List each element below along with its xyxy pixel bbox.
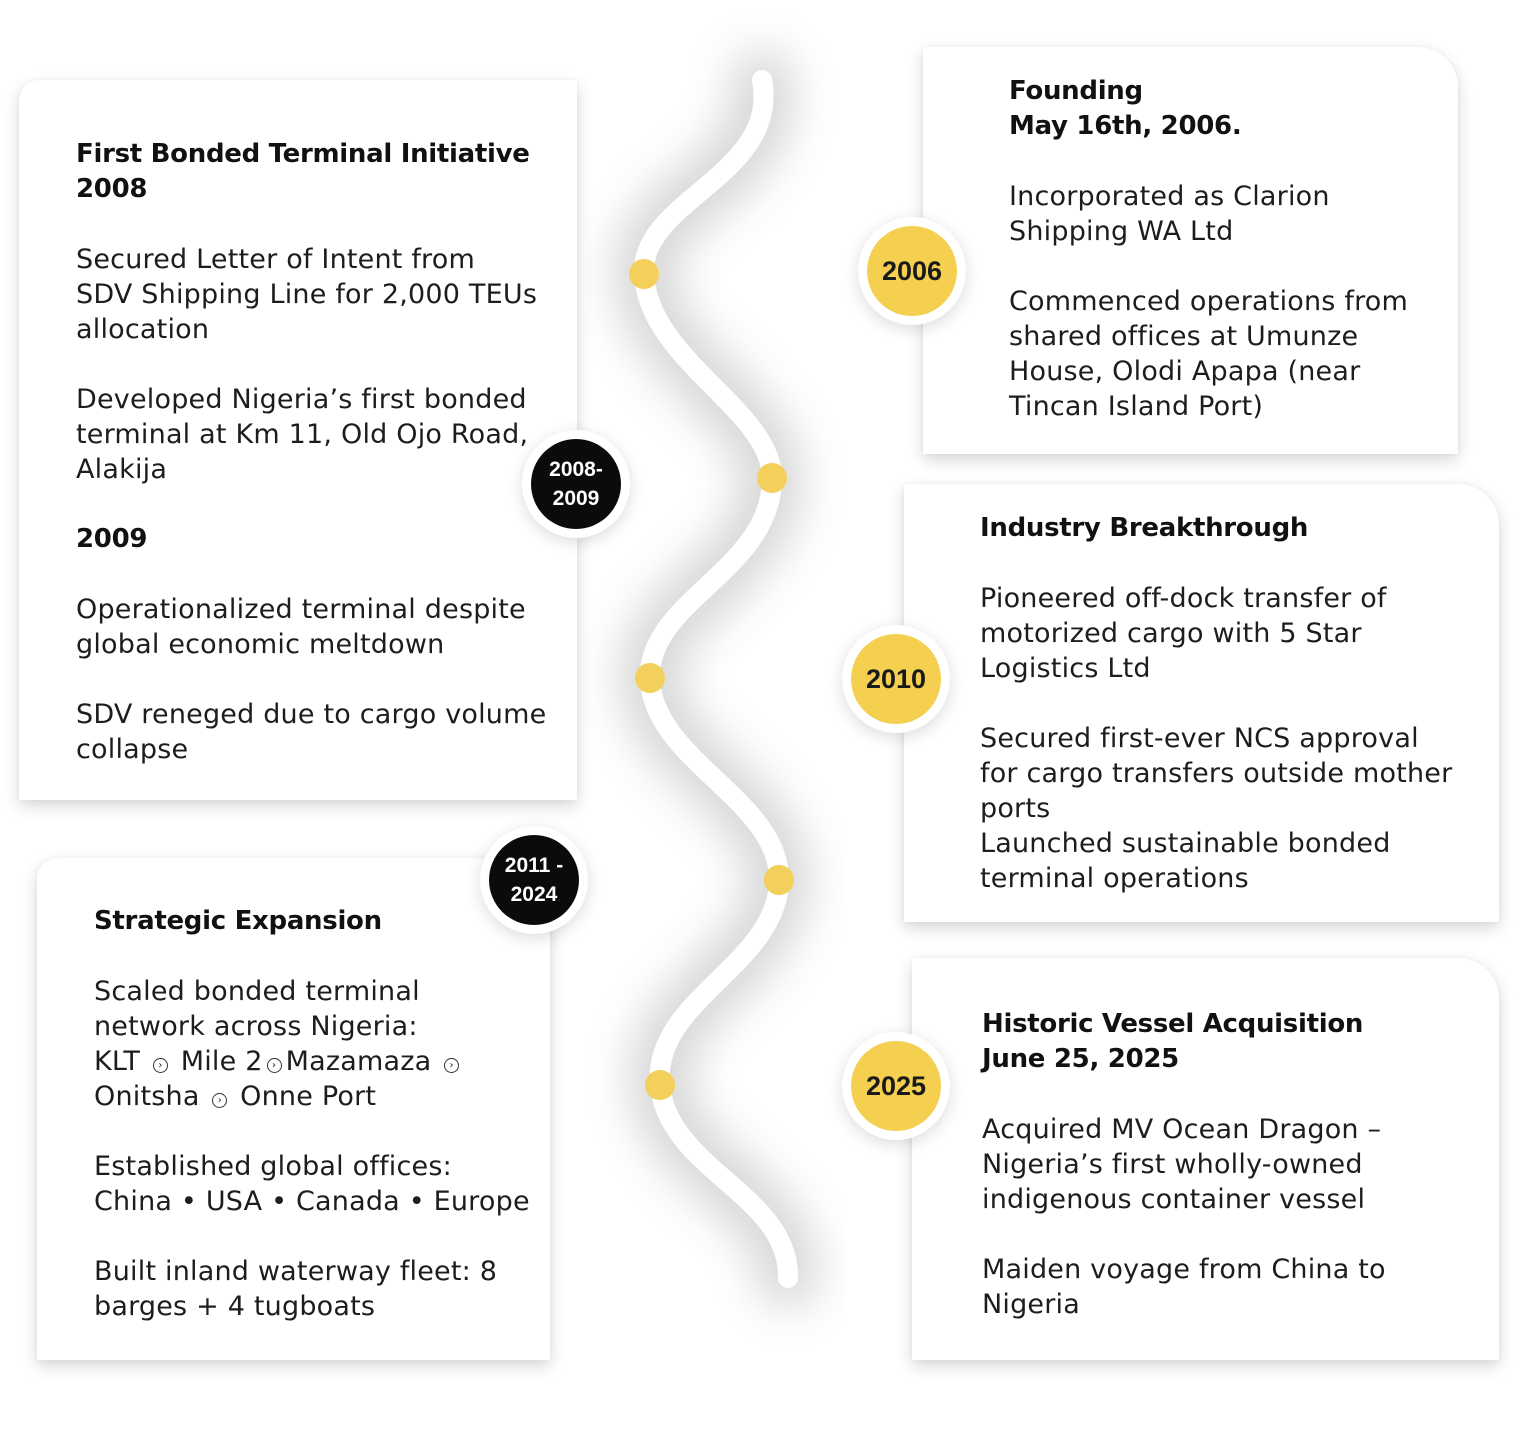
card-title: First Bonded Terminal Initiative [76, 139, 530, 169]
text-line: allocation [76, 314, 210, 345]
card-2025: Historic Vessel Acquisition June 25, 202… [912, 958, 1499, 1360]
text-line: Incorporated as Clarion [1009, 181, 1330, 212]
text-line: China • USA • Canada • Europe [94, 1186, 530, 1217]
text-line: Established global offices: [94, 1151, 452, 1182]
timeline-dot-4 [764, 865, 794, 895]
text-line: collapse [76, 734, 189, 765]
text-line: Scaled bonded terminal [94, 976, 420, 1007]
text-line: for cargo transfers outside mother [980, 758, 1453, 789]
card-2010: Industry Breakthrough Pioneered off-dock… [904, 484, 1499, 922]
card-date: May 16th, 2006. [1009, 111, 1242, 141]
text-line: network across Nigeria: [94, 1011, 418, 1042]
location-line-2: Onitsha › Onne Port [94, 1079, 550, 1114]
year-badge-2011-2024: 2011 - 2024 [489, 835, 579, 925]
year-badge-2008-2009: 2008- 2009 [531, 439, 621, 529]
text-line: motorized cargo with 5 Star [980, 618, 1362, 649]
text-line: House, Olodi Apapa (near [1009, 356, 1361, 387]
location-klt: KLT [94, 1046, 141, 1077]
text-line: ports [980, 793, 1051, 824]
chevron-circle-icon: › [266, 1058, 282, 1073]
text-line: Nigeria’s first wholly-owned [982, 1149, 1363, 1180]
timeline-dot-1 [629, 259, 659, 289]
location-mile-2: Mile 2 [180, 1046, 263, 1077]
text-line: Tincan Island Port) [1009, 391, 1264, 422]
card-date: June 25, 2025 [982, 1044, 1179, 1074]
text-line: Alakija [76, 454, 168, 485]
location-onitsha: Onitsha [94, 1081, 200, 1112]
text-line: Pioneered off-dock transfer of [980, 583, 1387, 614]
card-subheading-year: 2009 [76, 524, 148, 554]
text-line: indigenous container vessel [982, 1184, 1366, 1215]
year-badge-2025: 2025 [851, 1041, 941, 1131]
badge-line: 2011 - [504, 854, 564, 877]
text-line: Shipping WA Ltd [1009, 216, 1234, 247]
badge-text: 2010 [865, 663, 927, 694]
card-year: 2008 [76, 174, 148, 204]
text-line: shared offices at Umunze [1009, 321, 1359, 352]
text-line: global economic meltdown [76, 629, 445, 660]
card-2006: Founding May 16th, 2006. Incorporated as… [923, 47, 1458, 454]
text-line: Commenced operations from [1009, 286, 1408, 317]
location-line-1: KLT › Mile 2›Mazamaza › [94, 1044, 550, 1079]
text-line: Secured first-ever NCS approval [980, 723, 1419, 754]
text-line: Maiden voyage from China to [982, 1254, 1386, 1285]
text-line: Operationalized terminal despite [76, 594, 526, 625]
text-line: terminal operations [980, 863, 1249, 894]
chevron-circle-icon: › [444, 1058, 460, 1073]
text-line: SDV Shipping Line for 2,000 TEUs [76, 279, 538, 310]
text-line: Secured Letter of Intent from [76, 244, 475, 275]
location-onne-port: Onne Port [240, 1081, 377, 1112]
text-line: Nigeria [982, 1289, 1080, 1320]
card-title: Industry Breakthrough [980, 513, 1309, 543]
text-line: Built inland waterway fleet: 8 [94, 1256, 498, 1287]
chevron-circle-icon: › [152, 1058, 168, 1073]
card-2008-2009: First Bonded Terminal Initiative 2008 Se… [19, 80, 577, 800]
badge-line: 2009 [552, 487, 600, 510]
year-badge-2006: 2006 [867, 226, 957, 316]
location-mazamaza: Mazamaza [285, 1046, 432, 1077]
timeline-dot-3 [635, 663, 665, 693]
text-line: Logistics Ltd [980, 653, 1151, 684]
card-title: Strategic Expansion [94, 906, 382, 936]
timeline-dot-2 [757, 463, 787, 493]
text-line: SDV reneged due to cargo volume [76, 699, 547, 730]
card-2011-2024: Strategic Expansion Scaled bonded termin… [37, 858, 550, 1360]
text-line: Developed Nigeria’s first bonded [76, 384, 527, 415]
badge-line: 2008- [549, 458, 603, 481]
text-line: Launched sustainable bonded [980, 828, 1391, 859]
year-badge-2010: 2010 [851, 634, 941, 724]
timeline-dot-5 [645, 1070, 675, 1100]
text-line: Acquired MV Ocean Dragon – [982, 1114, 1382, 1145]
text-line: terminal at Km 11, Old Ojo Road, [76, 419, 529, 450]
badge-text: 2006 [881, 255, 943, 286]
card-title: Historic Vessel Acquisition [982, 1009, 1364, 1039]
chevron-circle-icon: › [212, 1093, 228, 1108]
badge-line: 2024 [510, 883, 558, 906]
badge-text: 2025 [865, 1070, 927, 1101]
text-line: barges + 4 tugboats [94, 1291, 376, 1322]
card-title: Founding [1009, 76, 1143, 106]
